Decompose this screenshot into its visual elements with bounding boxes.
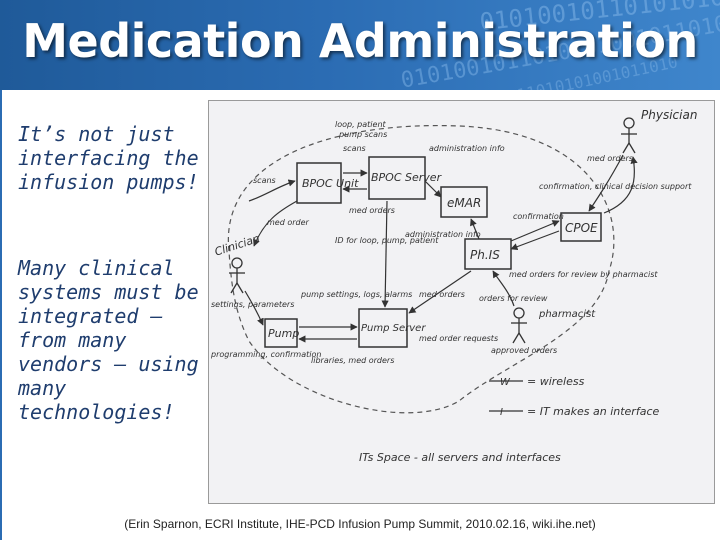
arrow-phis-cpoe [510,220,560,242]
label-libraries: libraries, med orders [311,356,394,365]
pump-label: Pump [268,327,299,340]
arrow-physician-cpoe [588,154,624,212]
label-loop-patient: loop, patient [335,120,387,129]
label-confirmation-phys: confirmation, clinical decision support [539,182,692,191]
physician-label: Physician [641,108,697,122]
label-programming: programming, confirmation [210,350,321,359]
arrow-medorder-left [253,200,298,247]
it-space-boundary [227,124,615,414]
label-pump-settings: pump settings, logs, alarms [300,290,412,299]
pharmacist-label: pharmacist [538,309,596,320]
label-med-orders-bpoc: med orders [349,206,395,215]
arrow-bpoc-emar [424,180,442,198]
label-admin-info-1: administration info [429,144,505,153]
cpoe-label: CPOE [565,221,598,235]
clinician-figure [229,257,245,294]
left-rule [0,90,2,540]
arrow-cpoe-phis [510,230,560,251]
physician-figure [621,117,637,154]
bpoc-unit-label: BPOC Unit [302,177,359,190]
binary-pattern: 0101001011010101001011010 01010010110101… [399,0,720,90]
label-id-for-pump: ID for loop, pump, patient [335,236,439,245]
label-scans-top: scans [343,144,366,153]
title-bar: 0101001011010101001011010 01010010110101… [0,0,720,90]
bpoc-unit-box [296,162,342,204]
phis-label: Ph.IS [470,248,500,262]
pump-server-box [358,308,408,348]
bpoc-server-label: BPOC Server [371,171,443,184]
pharmacist-figure [511,307,527,344]
left-text-2: Many clinical systems must be integrated… [18,256,199,424]
pump-server-label: Pump Server [361,323,426,334]
label-med-order-left: med order [267,218,310,227]
emar-box [440,186,488,218]
legend-wireless: = wireless [527,375,585,388]
cpoe-box [560,212,602,242]
legend-interface: = IT makes an interface [527,405,659,418]
phis-box [464,238,512,270]
its-space-label: ITs Space - all servers and interfaces [359,451,561,464]
arrow-phis-emar [470,218,480,240]
pump-box [264,318,298,348]
arrow-scans [248,179,296,202]
label-med-orders-phys: med orders [587,154,633,163]
hand-drawn-diagram: BPOC Unit BPOC Server eMAR CPOE Ph.IS Pu… [208,100,715,504]
label-admin-info-2: administration info [405,230,481,239]
label-pump-scans: pump scans [338,130,387,139]
label-settings: settings, parameters [211,300,294,309]
label-approved-orders: approved orders [491,346,557,355]
arrow-clinician-pump [244,290,264,326]
label-med-order-requests: med order requests [419,334,498,343]
legend-wireless-mark: W [500,377,511,388]
label-orders-for-review: orders for review [479,294,548,303]
citation-caption: (Erin Sparnon, ECRI Institute, IHE-PCD I… [124,517,596,531]
label-med-orders-pump: med orders [419,290,465,299]
emar-label: eMAR [447,196,481,210]
legend-interface-mark: I [500,407,503,418]
arrow-bpoc-pumpserver [381,200,389,308]
bpoc-server-box [368,156,426,200]
label-confirmation-cpoe: confirmation [513,212,564,221]
slide-title: Medication Administration [22,14,698,68]
label-scans-left: scans [253,176,276,185]
left-text-1: It’s not just interfacing the infusion p… [18,122,199,194]
arrow-pharmacist-phis [492,270,515,307]
label-med-orders-review: med orders for review by pharmacist [509,270,658,279]
arrow-cpoe-physician [603,156,638,214]
arrow-phis-pumpserver [408,270,472,314]
